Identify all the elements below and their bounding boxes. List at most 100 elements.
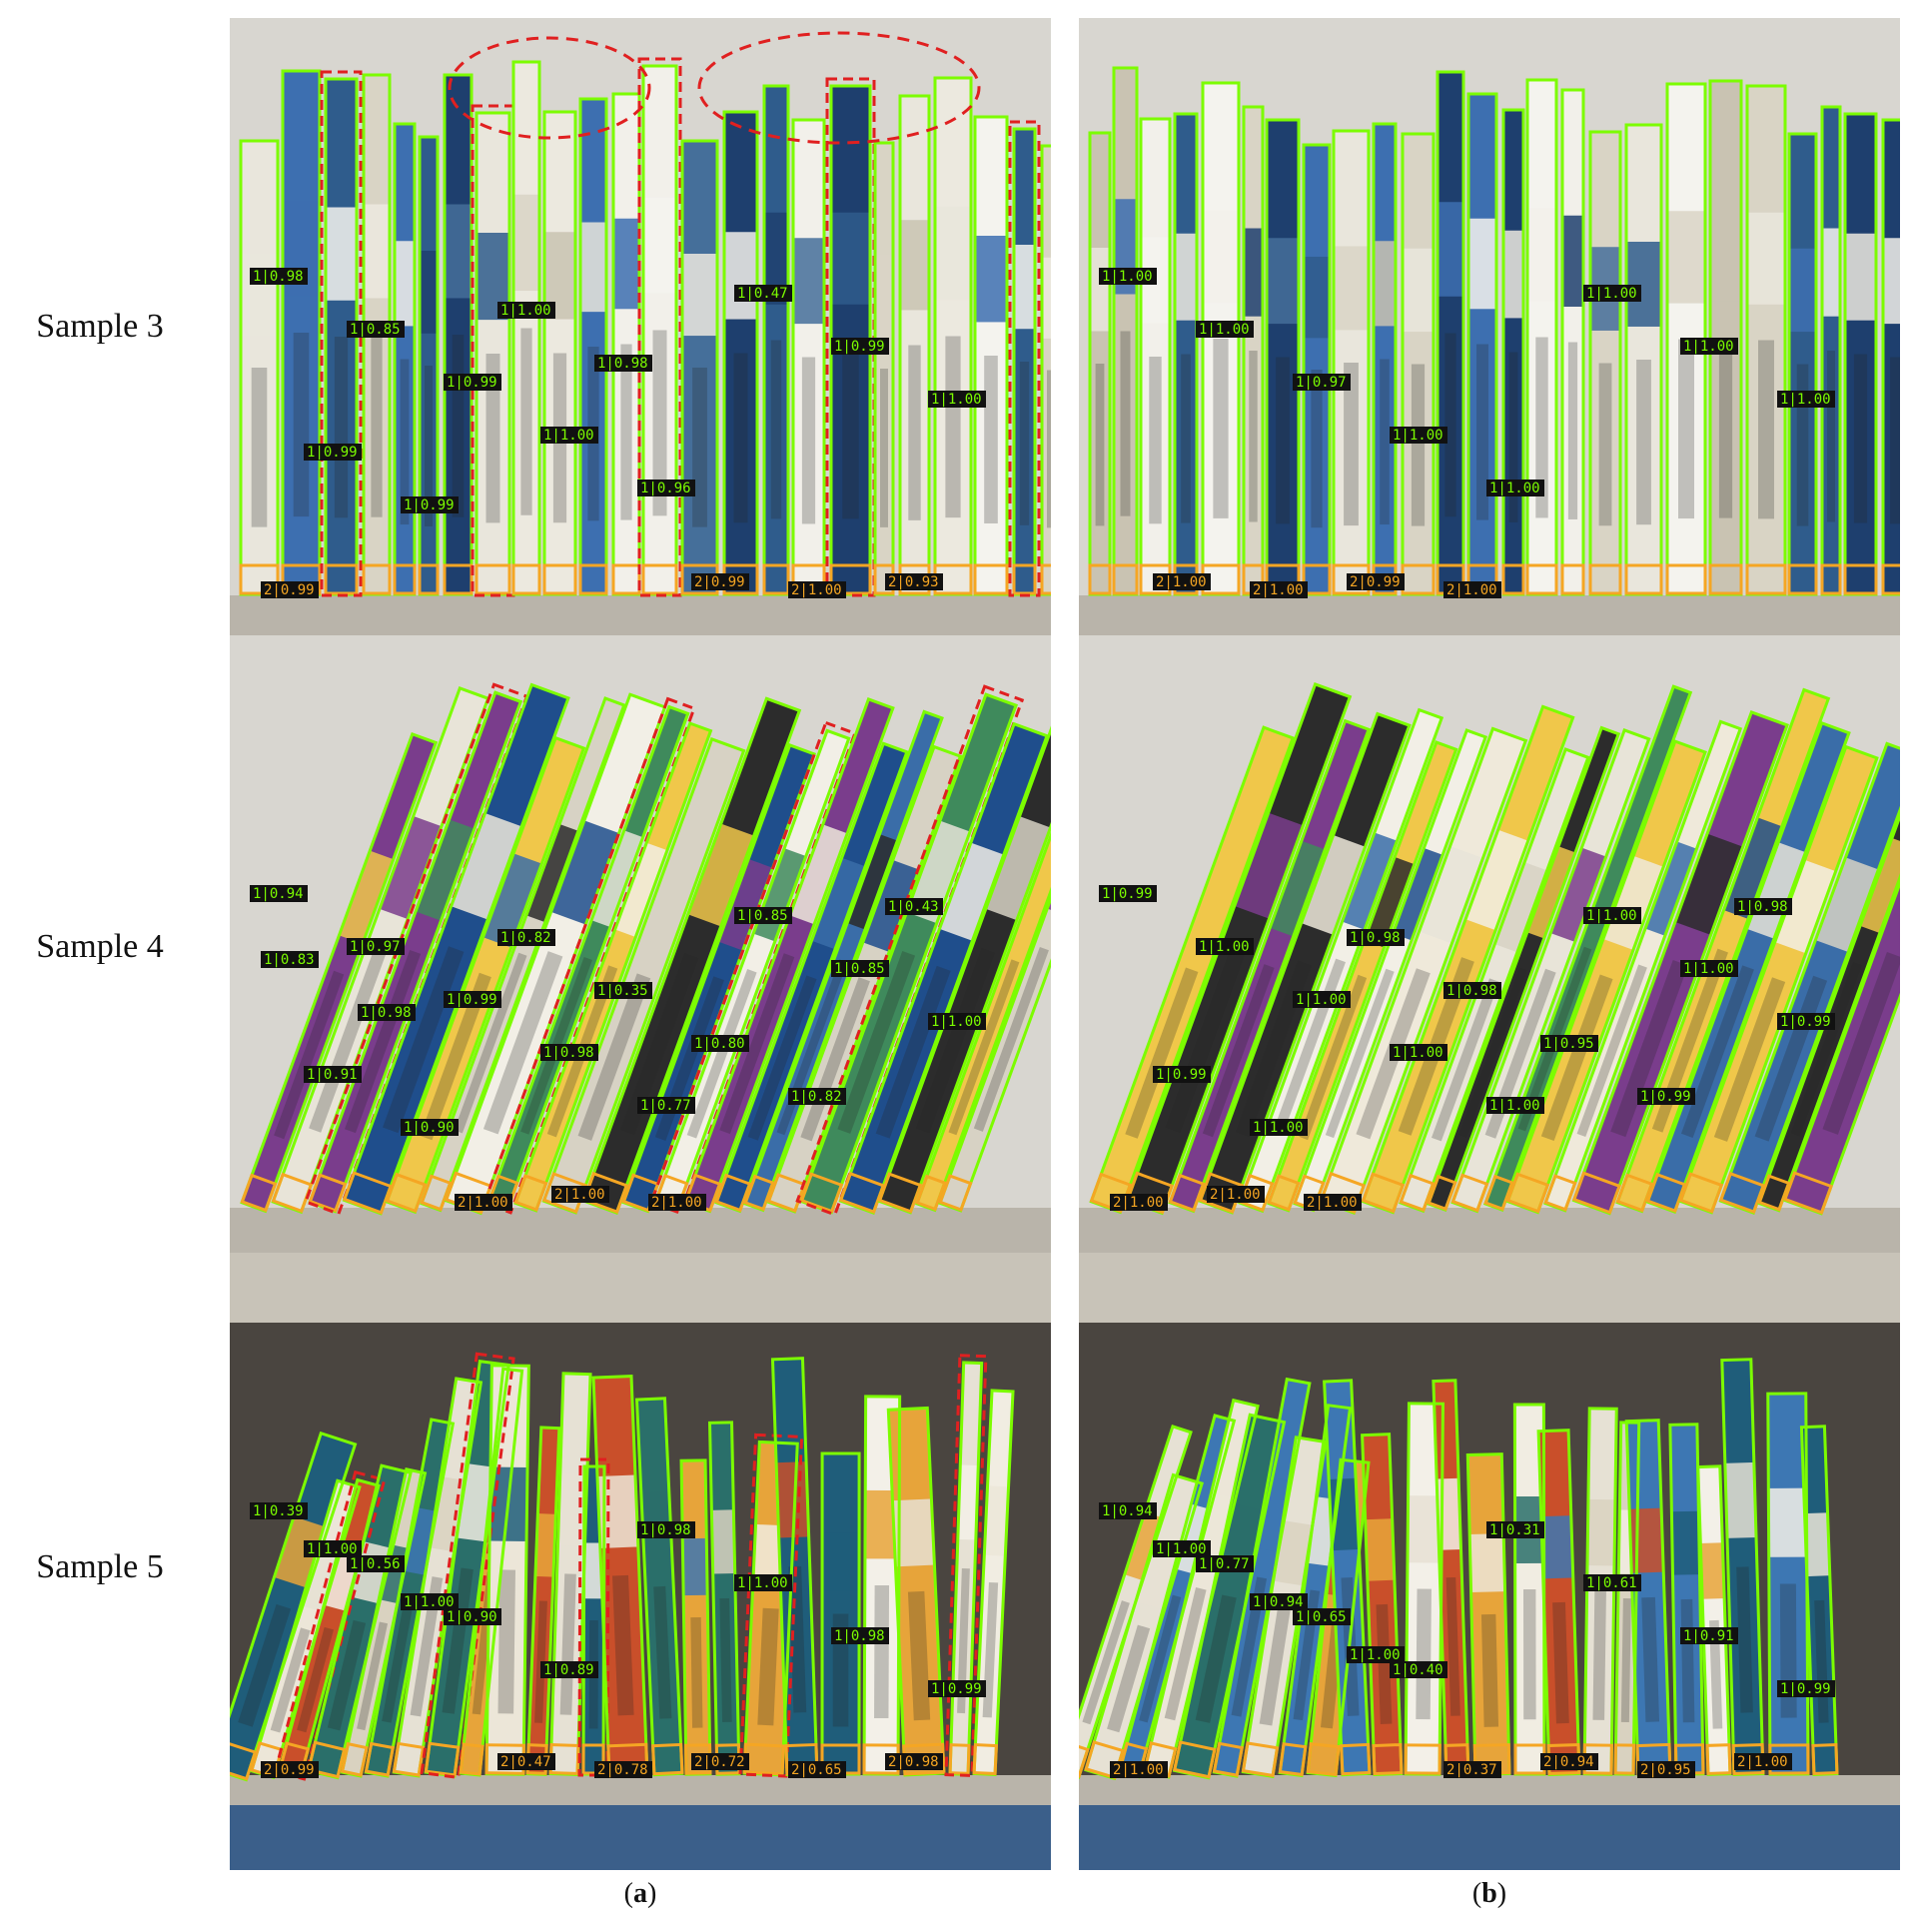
confidence-tag: 1|1.00 — [540, 427, 598, 444]
confidence-tag-text: 1|0.99 — [1780, 1681, 1831, 1697]
confidence-tag-text: 2|1.00 — [1113, 1762, 1164, 1778]
confidence-tag: 1|1.00 — [1347, 1646, 1405, 1663]
book-spine — [1679, 745, 1879, 1214]
detection-box — [1168, 718, 1371, 1214]
confidence-tag: 2|1.00 — [1304, 1194, 1362, 1211]
confidence-tag: 2|1.00 — [788, 581, 846, 598]
detection-box — [1525, 78, 1558, 596]
book-spine — [1089, 132, 1111, 595]
book-spine — [1561, 89, 1584, 595]
shelf-image: 1|1.001|1.001|0.971|1.001|1.001|1.001|1.… — [1079, 18, 1900, 635]
confidence-tag-text: 1|1.00 — [1683, 339, 1734, 355]
confidence-tag-text: 2|1.00 — [1737, 1754, 1788, 1770]
confidence-tag-text: 1|0.43 — [888, 899, 939, 915]
book-spine — [642, 65, 677, 595]
missed-detection-marker — [420, 1352, 515, 1780]
confidence-tag: 2|1.00 — [1250, 581, 1308, 598]
book-spine — [1506, 739, 1707, 1214]
confidence-tag: 1|0.98 — [594, 355, 652, 372]
shelf-image: 1|0.941|0.771|0.651|0.401|0.311|0.611|0.… — [1079, 1253, 1900, 1870]
book-spine — [1783, 694, 1900, 1216]
confidence-tag: 2|0.72 — [691, 1753, 749, 1770]
confidence-tag: 1|0.96 — [637, 480, 695, 496]
confidence-tag: 2|1.00 — [455, 1194, 512, 1211]
book-spine — [1844, 113, 1877, 595]
book-spine — [681, 140, 718, 595]
detection-box — [948, 1361, 984, 1776]
confidence-tag: 1|0.85 — [347, 321, 405, 338]
confidence-tag: 1|0.99 — [444, 374, 501, 391]
confidence-tag-text: 2|1.00 — [1156, 574, 1207, 590]
detection-box — [418, 135, 440, 596]
detection-box — [1787, 132, 1818, 596]
confidence-tag: 1|0.99 — [401, 496, 459, 513]
detection-box — [1088, 131, 1112, 596]
confidence-tag-text: 1|0.35 — [597, 983, 648, 999]
confidence-tag: 1|1.00 — [304, 1540, 362, 1557]
confidence-tag-text: 1|0.77 — [640, 1098, 691, 1114]
confidence-tag-text: 2|1.00 — [1210, 1187, 1261, 1203]
confidence-tag-text: 1|0.94 — [1102, 1503, 1153, 1519]
detection-box — [1267, 740, 1458, 1213]
detection-box — [634, 1397, 684, 1777]
confidence-tag: 2|1.00 — [1153, 573, 1211, 590]
confidence-tag: 1|0.82 — [788, 1088, 846, 1105]
confidence-tag-text: 2|0.72 — [694, 1754, 745, 1770]
book-spine — [1615, 688, 1830, 1213]
confidence-tag: 1|0.35 — [594, 982, 652, 999]
confidence-tag-text: 1|0.47 — [737, 286, 788, 302]
confidence-tag-text: 1|0.85 — [737, 908, 788, 924]
book-spine — [974, 116, 1008, 595]
detection-box — [239, 139, 280, 596]
book-spine — [1213, 1378, 1312, 1778]
detection-box — [542, 110, 577, 596]
confidence-tag-text: 2|0.47 — [500, 1754, 551, 1770]
book-spine — [792, 119, 825, 595]
book-spine — [308, 690, 522, 1213]
confidence-tag-text: 1|1.00 — [1489, 1098, 1540, 1114]
confidence-tag-text: 1|0.97 — [1296, 375, 1347, 391]
confidence-tag-text: 1|0.99 — [307, 445, 358, 461]
book-spine — [1293, 728, 1487, 1212]
confidence-tag-text: 1|1.00 — [1393, 428, 1443, 444]
book-spine — [325, 78, 358, 595]
detection-box — [972, 1389, 1015, 1777]
detection-box — [838, 721, 1049, 1215]
book-spine — [763, 85, 789, 595]
confidence-tag-text: 1|0.96 — [640, 481, 691, 496]
confidence-tag: 1|0.99 — [831, 338, 889, 355]
confidence-tag-text: 1|1.00 — [1199, 322, 1250, 338]
confidence-tag-text: 1|1.00 — [931, 1014, 982, 1030]
confidence-tag: 1|0.61 — [1583, 1574, 1641, 1591]
confidence-tag: 1|0.90 — [444, 1608, 501, 1625]
book-spine — [476, 112, 510, 595]
confidence-tag-text: 1|0.85 — [834, 961, 885, 977]
confidence-tag: 1|1.00 — [1777, 391, 1835, 408]
confidence-tag: 1|0.91 — [1680, 1627, 1738, 1644]
detection-box — [513, 721, 713, 1213]
detection-box — [1501, 108, 1525, 596]
column-label-a: (a) — [623, 1878, 657, 1909]
book-spine — [1788, 133, 1817, 595]
confidence-tag-text: 2|1.00 — [1307, 1195, 1358, 1211]
confidence-tag: 1|0.98 — [831, 1627, 889, 1644]
confidence-tag-text: 2|0.99 — [1350, 574, 1401, 590]
confidence-tag: 1|0.85 — [734, 907, 792, 924]
book-spine — [878, 687, 1051, 1214]
confidence-tag-text: 1|0.99 — [1780, 1014, 1831, 1030]
book-spine — [1746, 85, 1786, 595]
detection-box — [1881, 118, 1900, 596]
confidence-tag-text: 1|0.56 — [350, 1556, 401, 1572]
book-spine — [1089, 725, 1295, 1214]
confidence-tag: 2|0.94 — [1540, 1753, 1598, 1770]
detection-box — [714, 741, 909, 1214]
confidence-tag: 1|1.00 — [1583, 285, 1641, 302]
book-spine — [1168, 719, 1371, 1213]
detection-box — [385, 735, 586, 1215]
confidence-tag-text: 2|0.37 — [1446, 1762, 1497, 1778]
confidence-tag: 1|1.00 — [1390, 427, 1447, 444]
book-spine — [445, 692, 666, 1215]
book-spine — [385, 736, 585, 1214]
confidence-tag: 1|0.99 — [1637, 1088, 1695, 1105]
confidence-tag: 1|1.00 — [928, 391, 986, 408]
